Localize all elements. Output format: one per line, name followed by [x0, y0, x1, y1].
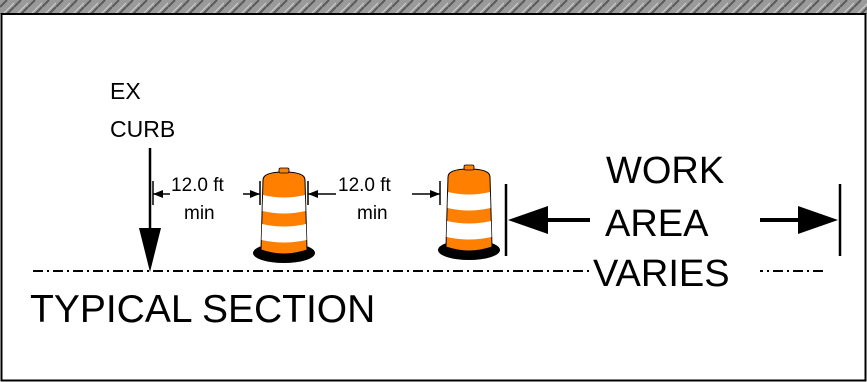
dimension-1-value: 12.0 ft	[171, 175, 225, 196]
work-label: WORK	[606, 150, 724, 192]
dimension-1	[152, 181, 261, 205]
varies-label: VARIES	[593, 253, 730, 295]
section-title: TYPICAL SECTION	[30, 288, 375, 331]
dimension-2-value: 12.0 ft	[338, 175, 392, 196]
top-texture-strip	[0, 0, 867, 14]
area-label: AREA	[605, 203, 709, 245]
dimension-2	[307, 181, 441, 205]
varies-label-backing	[590, 254, 760, 290]
drum-1-icon	[253, 167, 315, 263]
drum-2-icon	[438, 164, 500, 260]
ex-curb-label-line1: EX	[110, 78, 141, 104]
curb-arrow	[139, 148, 161, 272]
dimension-1-min: min	[184, 203, 215, 224]
work-area-arrow	[504, 184, 842, 256]
ex-curb-label-line2: CURB	[110, 116, 175, 142]
diagram-border	[0, 13, 867, 382]
dimension-2-min: min	[357, 203, 388, 224]
